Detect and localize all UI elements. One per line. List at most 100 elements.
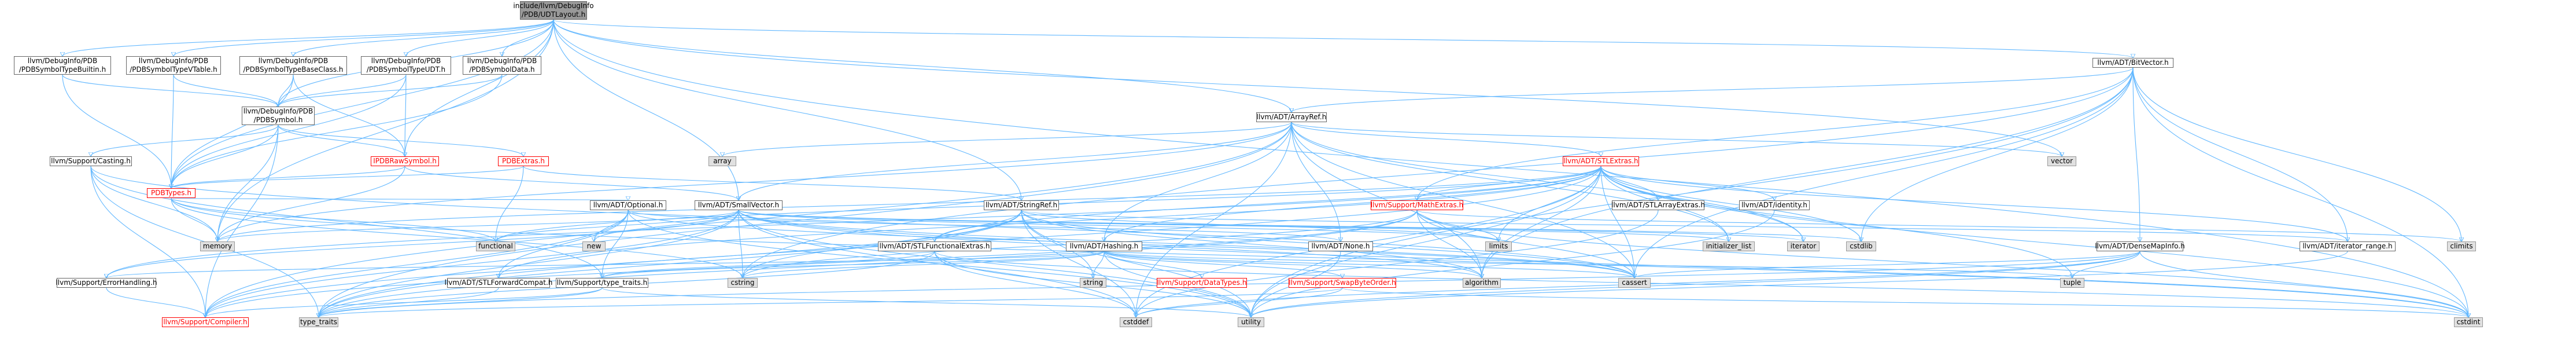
node-none-h[interactable]: llvm/ADT/None.h (1308, 241, 1373, 251)
dependency-edge (1093, 251, 1105, 278)
dependency-edge (502, 19, 554, 56)
dependency-edge (405, 74, 406, 156)
node-pdbsymboltypevtable-h[interactable]: llvm/DebugInfo/PDB/PDBSymbolTypeVTable.h (126, 56, 221, 75)
node-cstdlib[interactable]: cstdlib (1846, 241, 1876, 251)
node-array[interactable]: array (708, 156, 736, 166)
dependency-edge (1104, 251, 1634, 278)
dependency-edge (205, 210, 739, 317)
dependency-edge (171, 197, 2468, 317)
node-stringref-h[interactable]: llvm/ADT/StringRef.h (984, 200, 1059, 210)
node-label-line: llvm/ADT/ArrayRef.h (1256, 113, 1327, 121)
node-pdbsymbol-h[interactable]: llvm/DebugInfo/PDB/PDBSymbol.h (242, 107, 315, 125)
dependency-edge (2139, 251, 2468, 317)
dependency-edge (90, 166, 217, 241)
node-casting-h[interactable]: llvm/Support/Casting.h (50, 156, 132, 166)
dependency-edge (2132, 67, 2140, 241)
dependency-edge (1136, 287, 1343, 317)
dependency-edge (90, 166, 205, 317)
dependency-edge (1021, 210, 2348, 241)
node-iterator-range-h[interactable]: llvm/ADT/iterator_range.h (2300, 241, 2396, 251)
node-pdbtypes-h[interactable]: PDBTypes.h (147, 188, 195, 198)
node-cstdint[interactable]: cstdint (2454, 317, 2483, 327)
dependency-edge (1600, 166, 1861, 241)
node-optional-h[interactable]: llvm/ADT/Optional.h (590, 200, 666, 210)
node-label-line: llvm/ADT/Optional.h (593, 201, 663, 209)
node-utility[interactable]: utility (1238, 317, 1264, 327)
node-bitvector-h[interactable]: llvm/ADT/BitVector.h (2092, 58, 2173, 68)
node-pdbextras-h[interactable]: PDBExtras.h (498, 156, 549, 166)
node-arrayref-h[interactable]: llvm/ADT/ArrayRef.h (1256, 112, 1327, 122)
dependency-edge (553, 19, 739, 200)
node-climits[interactable]: climits (2447, 241, 2476, 251)
node-tuple[interactable]: tuple (2060, 278, 2084, 288)
node-functional[interactable]: functional (476, 241, 515, 251)
node-label-line: cassert (1622, 279, 1647, 287)
node-memory[interactable]: memory (200, 241, 235, 251)
node-udtlayout-h[interactable]: include/llvm/DebugInfo/PDB/UDTLayout.h (513, 1, 594, 20)
node-datatypes-h[interactable]: llvm/Support/DataTypes.h (1157, 278, 1247, 288)
dependency-edge (1021, 210, 1499, 241)
node-stlfunctionalextras-h[interactable]: llvm/ADT/STLFunctionalExtras.h (878, 241, 991, 251)
node-smallvector-h[interactable]: llvm/ADT/SmallVector.h (695, 200, 783, 210)
node-label-line: llvm/ADT/None.h (1311, 242, 1370, 250)
node-pdbsymboldata-h[interactable]: llvm/DebugInfo/PDB/PDBSymbolData.h (463, 56, 541, 75)
dependency-edge (738, 210, 2468, 317)
node-support-type-traits-h[interactable]: llvm/Support/type_traits.h (556, 278, 648, 288)
dependency-edge (2072, 251, 2140, 278)
dependency-edge (217, 166, 1601, 241)
node-label-line: llvm/ADT/BitVector.h (2097, 58, 2169, 67)
dependency-edge (205, 122, 1292, 317)
dependency-edge (722, 122, 1292, 156)
dependency-edge (553, 19, 2133, 58)
node-errorhandling-h[interactable]: llvm/Support/ErrorHandling.h (56, 278, 157, 288)
node-pdbsymboltypebaseclass-h[interactable]: llvm/DebugInfo/PDB/PDBSymbolTypeBaseClas… (239, 56, 347, 75)
node-pdbsymboltypeudt-h[interactable]: llvm/DebugInfo/PDB/PDBSymbolTypeUDT.h (361, 56, 451, 75)
dependency-edge (628, 210, 1341, 241)
node-cstring[interactable]: cstring (728, 278, 758, 288)
dependency-edge (1600, 166, 2348, 241)
node-string[interactable]: string (1080, 278, 1106, 288)
dependency-edge (106, 251, 1105, 278)
node-swapbyteorder-h[interactable]: llvm/Support/SwapByteOrder.h (1289, 278, 1396, 288)
node-algorithm[interactable]: algorithm (1463, 278, 1501, 288)
dependency-edge (62, 19, 554, 56)
node-cassert[interactable]: cassert (1618, 278, 1651, 288)
node-identity-h[interactable]: llvm/ADT/identity.h (1739, 200, 1810, 210)
dependency-edge (217, 124, 279, 241)
node-initializer-list[interactable]: initializer_list (1703, 241, 1755, 251)
dependency-edge (319, 210, 739, 317)
node-densemapinfo-h[interactable]: llvm/ADT/DenseMapInfo.h (2095, 241, 2185, 251)
node-pdbsymboltypebuiltin-h[interactable]: llvm/DebugInfo/PDB/PDBSymbolTypeBuiltin.… (14, 56, 111, 75)
dependency-edge (171, 74, 407, 188)
node-stlarrayextras-h[interactable]: llvm/ADT/STLArrayExtras.h (1611, 200, 1705, 210)
dependency-edge (62, 74, 171, 188)
node-type-traits[interactable]: type_traits (299, 317, 338, 327)
node-label-line: /PDBSymbolTypeUDT.h (366, 65, 446, 74)
dependency-edge (406, 19, 554, 56)
node-iterator[interactable]: iterator (1787, 241, 1820, 251)
dependency-edge (106, 210, 739, 278)
dependency-edge (553, 19, 1021, 200)
node-new[interactable]: new (582, 241, 606, 251)
node-label-line: cstdlib (1850, 242, 1873, 250)
dependency-edge (171, 74, 294, 188)
dependency-edge (106, 166, 1601, 278)
node-label-line: llvm/DebugInfo/PDB (371, 57, 441, 65)
node-stlforwardcompat-h[interactable]: llvm/ADT/STLForwardCompat.h (445, 278, 552, 288)
node-hashing-h[interactable]: llvm/ADT/Hashing.h (1066, 241, 1142, 251)
dependency-edge (1104, 251, 1202, 278)
dependency-edge (90, 166, 602, 278)
dependency-edge (405, 19, 554, 156)
node-limits[interactable]: limits (1485, 241, 1512, 251)
dependency-edge (174, 19, 554, 56)
node-cstddef[interactable]: cstddef (1120, 317, 1152, 327)
node-stlextras-h[interactable]: llvm/ADT/STLExtras.h (1563, 156, 1639, 166)
node-ipdbrawsymbol-h[interactable]: IPDBRawSymbol.h (371, 156, 439, 166)
dependency-edge (553, 19, 1291, 112)
node-mathextras-h[interactable]: llvm/Support/MathExtras.h (1371, 200, 1463, 210)
node-label-line: climits (2450, 242, 2473, 250)
dependency-edge (1600, 166, 1634, 278)
node-vector[interactable]: vector (2047, 156, 2076, 166)
node-compiler-h[interactable]: llvm/Support/Compiler.h (162, 317, 249, 327)
